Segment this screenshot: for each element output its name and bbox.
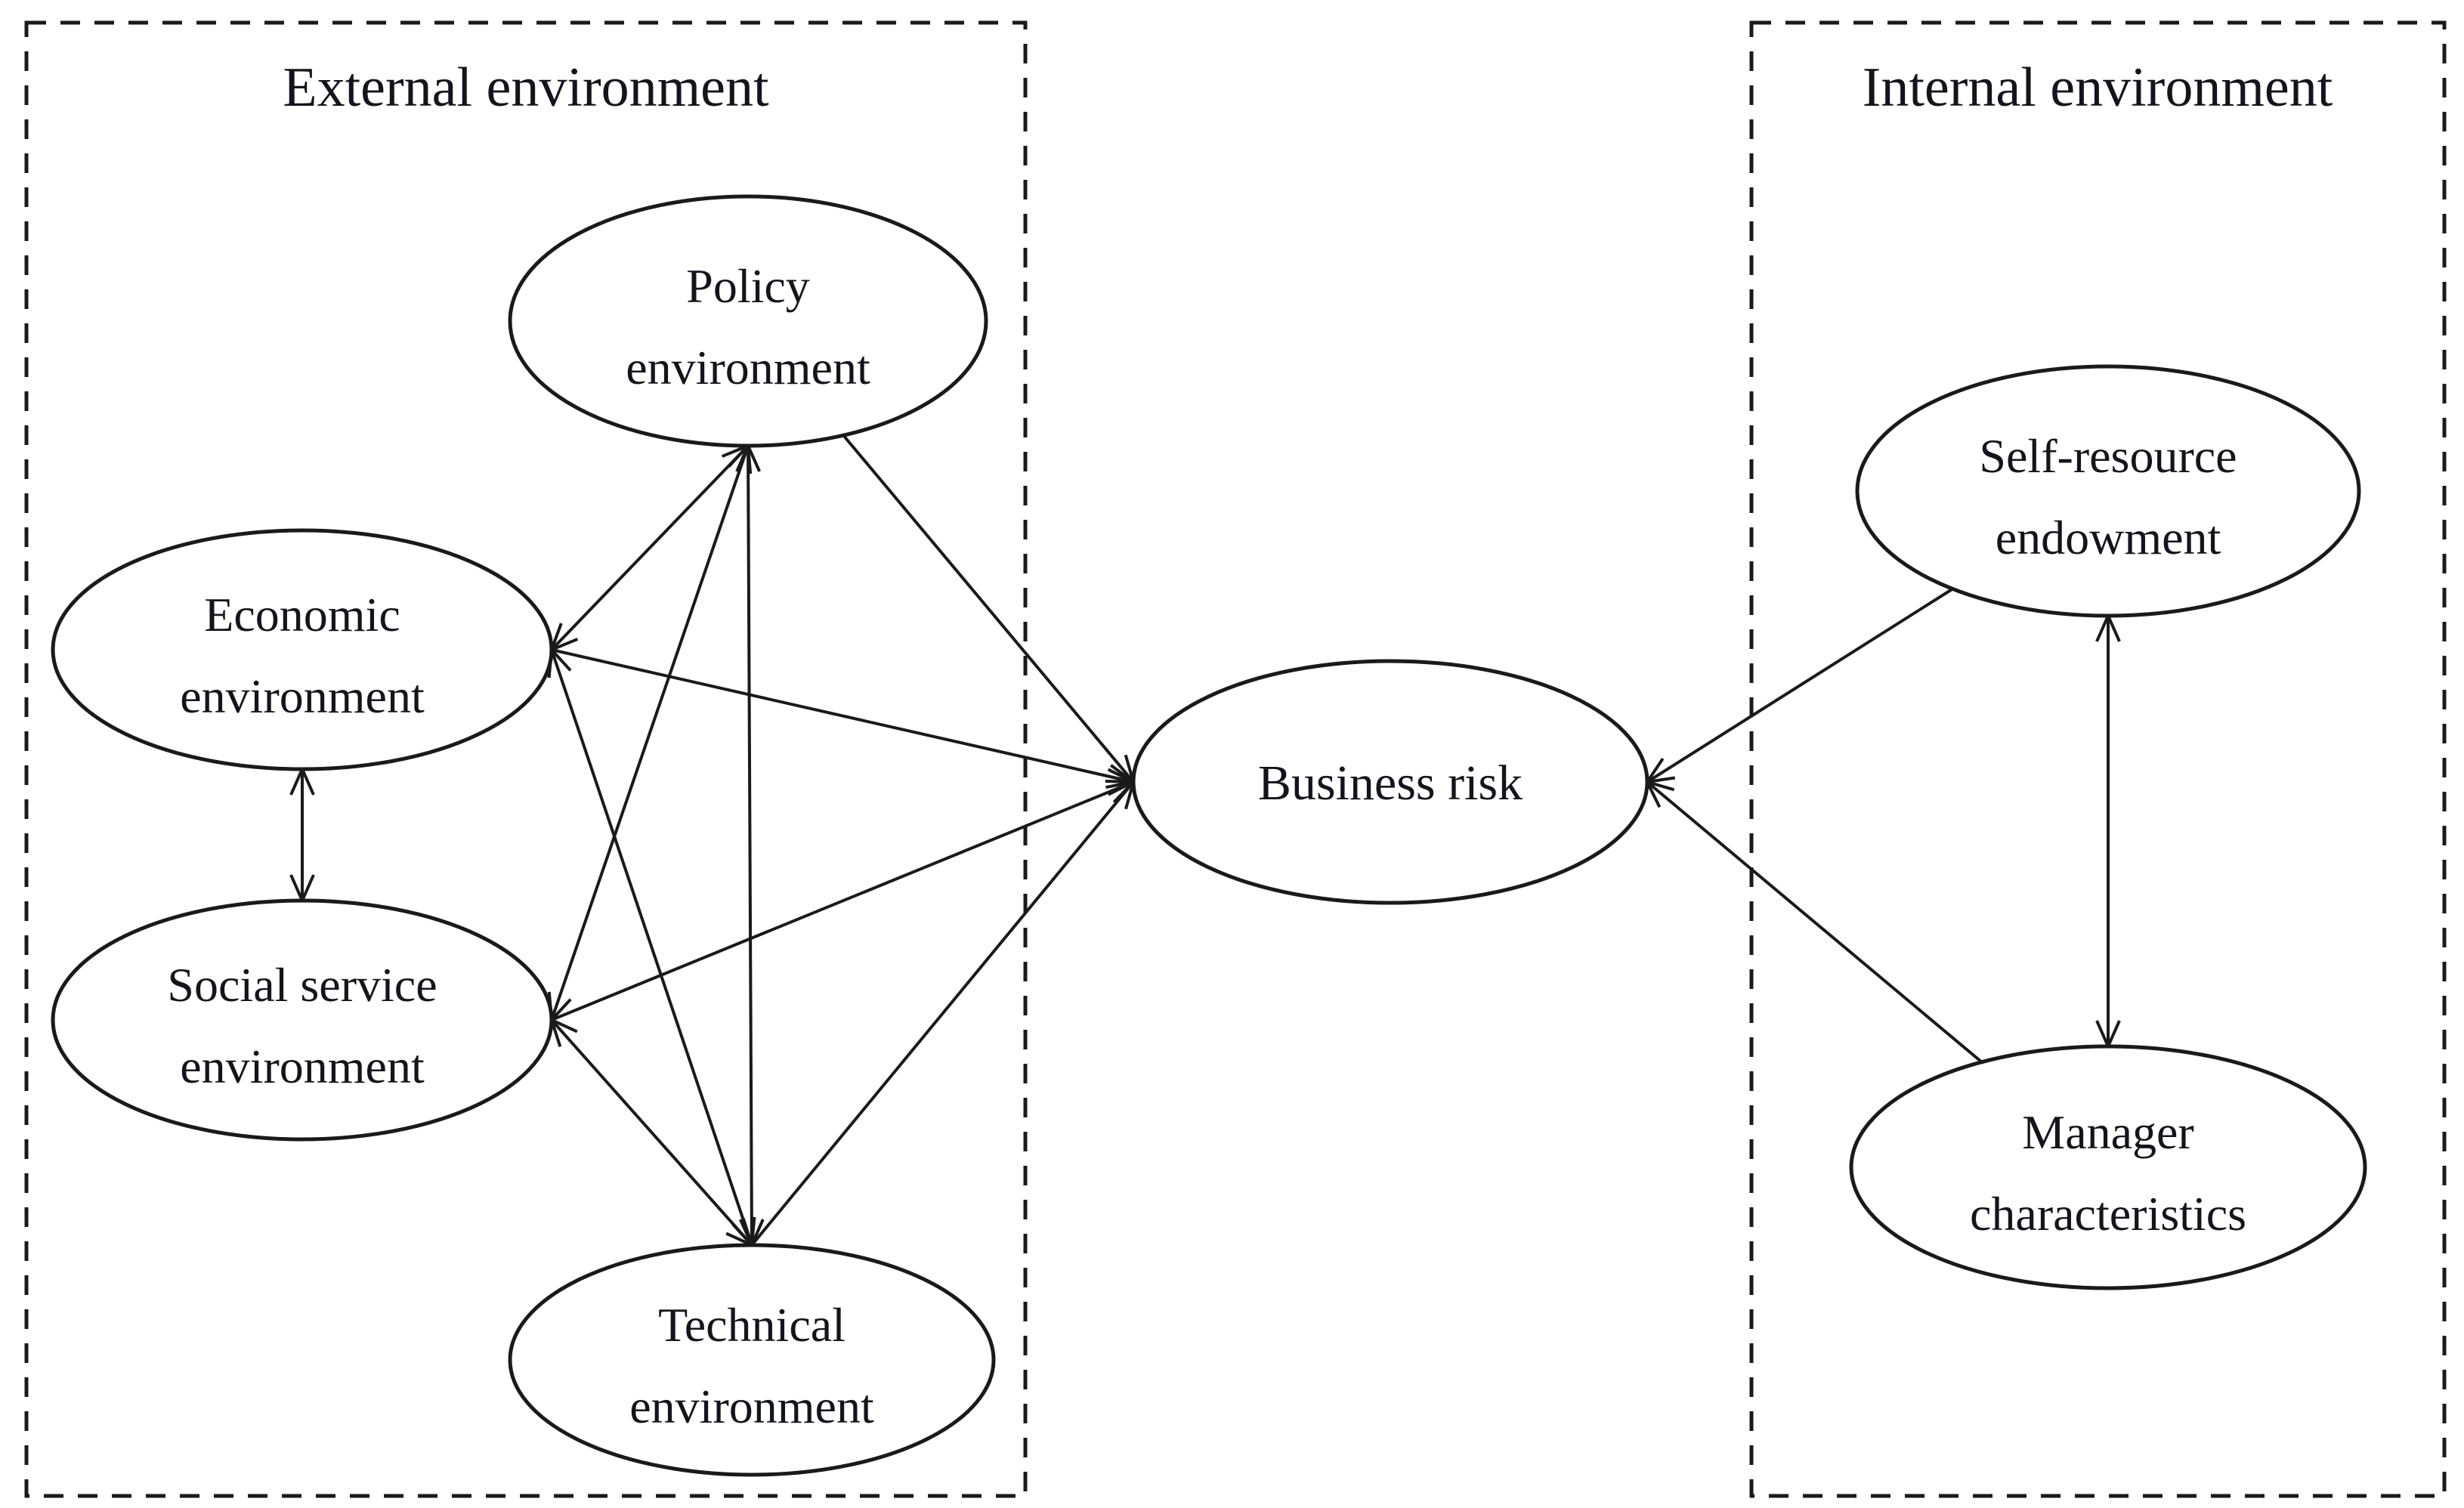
social-service-environment-ellipse <box>51 898 554 1142</box>
policy-environment-ellipse <box>508 194 988 448</box>
edge-layer <box>289 434 2121 1249</box>
self-resource-endowment-label-line1: Self-resource <box>1979 429 2237 483</box>
edge-policy-technical <box>735 442 765 1249</box>
edge-social-technical <box>549 1017 755 1248</box>
node-economic-environment: Economic environment <box>51 528 554 771</box>
edge-technical-business-risk <box>750 779 1136 1247</box>
edge-economic-technical <box>547 646 756 1249</box>
edge-economic-business-risk <box>551 648 1137 790</box>
technical-environment-ellipse <box>508 1243 996 1477</box>
manager-characteristics-ellipse <box>1849 1044 2367 1290</box>
manager-characteristics-label-line1: Manager <box>2022 1105 2193 1159</box>
manager-characteristics-label-line2: characteristics <box>1970 1187 2246 1241</box>
business-risk-label: Business risk <box>1258 756 1523 811</box>
internal-environment-title: Internal environment <box>1863 57 2333 119</box>
edge-policy-business-risk <box>842 434 1136 785</box>
node-business-risk: Business risk <box>1131 659 1649 905</box>
economic-environment-label-line1: Economic <box>204 588 400 641</box>
technical-environment-label-line1: Technical <box>658 1298 846 1352</box>
edge-self-resource-business-risk <box>1643 587 1955 784</box>
self-resource-endowment-label-line2: endowment <box>1996 511 2221 564</box>
business-risk-ellipse <box>1131 659 1649 905</box>
external-environment-box <box>24 20 1028 1498</box>
self-resource-endowment-ellipse <box>1855 364 2361 618</box>
edge-policy-economic <box>549 443 751 653</box>
edge-social-business-risk <box>551 779 1137 1021</box>
policy-environment-label-line2: environment <box>626 341 870 394</box>
edge-manager-business-risk <box>1644 779 1983 1064</box>
technical-environment-label-line2: environment <box>629 1380 874 1433</box>
node-policy-environment: Policy environment <box>508 194 988 448</box>
node-self-resource-endowment: Self-resource endowment <box>1855 364 2361 618</box>
node-manager-characteristics: Manager characteristics <box>1849 1044 2367 1290</box>
internal-environment-box <box>1749 20 2447 1498</box>
policy-environment-label-line1: Policy <box>686 259 810 313</box>
node-technical-environment: Technical environment <box>508 1243 996 1477</box>
economic-environment-label-line2: environment <box>180 669 425 723</box>
node-social-service-environment: Social service environment <box>51 898 554 1142</box>
social-service-environment-label-line1: Social service <box>167 958 437 1012</box>
economic-environment-ellipse <box>51 528 554 771</box>
external-environment-title: External environment <box>283 57 769 119</box>
social-service-environment-label-line2: environment <box>180 1040 425 1093</box>
